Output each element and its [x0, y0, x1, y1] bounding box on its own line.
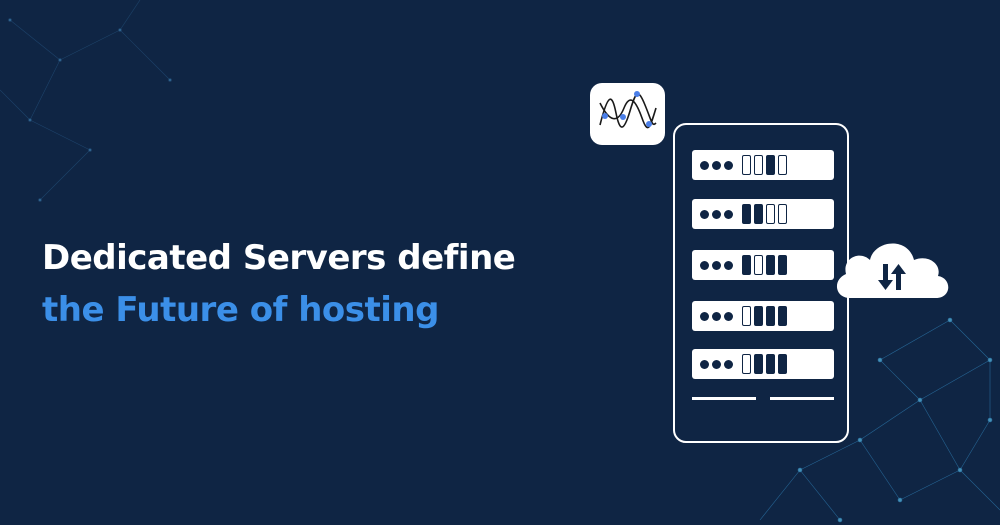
- server-rack-unit: [692, 349, 834, 379]
- page-title: Dedicated Servers define the Future of h…: [42, 232, 516, 336]
- server-rack-unit: [692, 301, 834, 331]
- headline-line-1: Dedicated Servers define: [42, 238, 516, 278]
- server-base-line: [770, 397, 834, 400]
- server-rack-unit: [692, 199, 834, 229]
- server-rack-unit: [692, 150, 834, 180]
- server-rack-icon: [673, 123, 849, 443]
- cloud-transfer-icon: [836, 243, 949, 298]
- line-chart-icon: [590, 83, 665, 145]
- headline-line-2: the Future of hosting: [42, 290, 439, 330]
- server-base-line: [692, 397, 756, 400]
- server-rack-unit: [692, 250, 834, 280]
